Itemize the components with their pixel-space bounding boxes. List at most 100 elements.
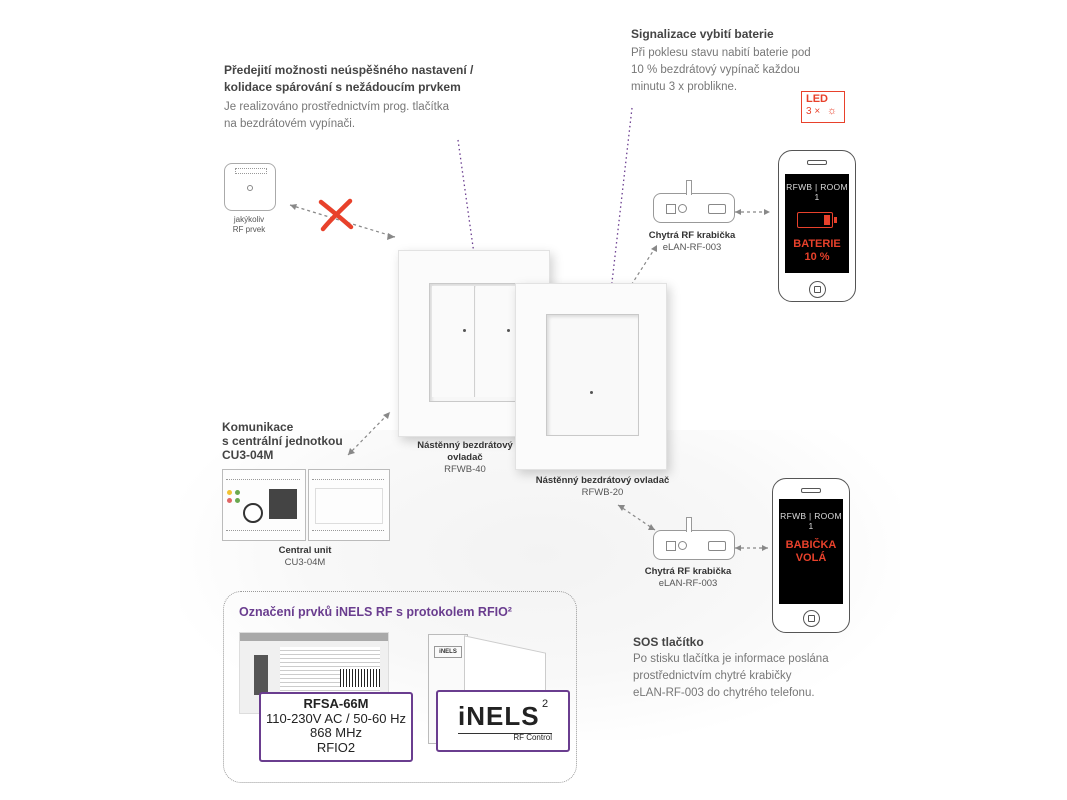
- battery-text-line2: 10 % bezdrátový vypínač každou: [631, 64, 800, 76]
- switch-rfwb-40-left-rocker[interactable]: [432, 286, 475, 397]
- comm-title-line2: s centrální jednotkou: [222, 434, 343, 448]
- led-badge-title: LED: [806, 93, 828, 105]
- top-box-link: [627, 244, 658, 291]
- rf-element-line1: jakýkoliv: [233, 215, 265, 224]
- phone-top-alert-line2: 10 %: [804, 251, 830, 263]
- inels-logo-superscript: 2: [542, 698, 549, 710]
- phone-bottom-alert-line1: BABIČKA: [785, 539, 837, 551]
- sos-text: Po stisku tlačítka je informace poslána …: [633, 651, 893, 702]
- rf-box-bottom-usb-icon: [708, 541, 726, 551]
- logo-callout: iNELS 2 RF Control: [436, 690, 570, 752]
- device-small-logo: iNELS: [434, 646, 462, 658]
- cu-right-label-area: [315, 488, 383, 524]
- phone-top-speaker: [807, 160, 827, 165]
- photo-header-strip: [240, 633, 388, 641]
- cu-top-terminals: [226, 473, 300, 480]
- battery-text-line3: minutu 3 x problikne.: [631, 81, 738, 93]
- battery-title: Signalizace vybití baterie: [631, 27, 774, 41]
- switch-rfwb-40-right-rocker[interactable]: [476, 286, 518, 397]
- cu-led-green: [235, 490, 240, 495]
- phone-bottom: RFWB | ROOM 1 BABIČKA VOLÁ: [772, 478, 850, 633]
- product-label-model: RFSA-66M: [303, 696, 369, 711]
- inels-logo-subtext: RF Control: [513, 733, 552, 742]
- rf-box-top-antenna: [686, 180, 692, 195]
- central-unit-device: [222, 469, 390, 541]
- switch-rfwb-40-led-right: [507, 329, 510, 332]
- sun-blink-icon: ☼: [827, 105, 838, 117]
- prevent-title-line2: kolidace spárování s nežádoucím prvkem: [224, 80, 461, 94]
- comm-title-line1: Komunikace: [222, 420, 294, 434]
- cu-display: [269, 489, 297, 519]
- prevent-title: Předejití možnosti neúspěšného nastavení…: [224, 62, 524, 96]
- phone-bottom-header: RFWB | ROOM 1: [780, 511, 842, 531]
- cu-right-bottom-terminals: [312, 530, 384, 537]
- battery-text-line1: Při poklesu stavu nabití baterie pod: [631, 47, 811, 59]
- phone-bottom-alert-line2: VOLÁ: [795, 552, 827, 564]
- phone-top: RFWB | ROOM 1 BATERIE 10 %: [778, 150, 856, 302]
- photo-barcode: [340, 669, 380, 687]
- phone-top-header: RFWB | ROOM 1: [786, 182, 848, 202]
- battery-icon: [797, 212, 837, 228]
- switch-40-name-line1: Nástěnný bezdrátový: [417, 440, 513, 451]
- cu-control-knob: [243, 503, 263, 523]
- cu-link: [347, 411, 391, 456]
- inels-logo-text: iNELS: [458, 701, 540, 731]
- switch-40-name-line2: ovladač: [447, 452, 483, 463]
- switch-rfwb-20-plate: [515, 283, 667, 470]
- cu-led-red: [227, 498, 232, 503]
- led-badge: LED 3 × ☼: [801, 91, 845, 123]
- switch-rfwb-40-led-left: [463, 329, 466, 332]
- bottom-box-link: [617, 504, 656, 531]
- phone-bottom-screen: RFWB | ROOM 1 BABIČKA VOLÁ: [779, 499, 843, 604]
- prevent-text-line1: Je realizováno prostřednictvím prog. tla…: [224, 101, 449, 113]
- phone-top-screen: RFWB | ROOM 1 BATERIE 10 %: [785, 174, 849, 273]
- switch-20-name: Nástěnný bezdrátový ovladač: [535, 475, 670, 486]
- battery-tip: [834, 217, 837, 223]
- rf-box-top-device: [653, 180, 735, 223]
- rf-box-bottom-device: [653, 517, 735, 560]
- cu-bottom-terminals: [226, 530, 300, 537]
- rf-box-bottom-name: Chytrá RF krabička: [644, 566, 732, 577]
- labeling-title: Označení prvků iNELS RF s protokolem RFI…: [239, 605, 512, 619]
- rf-element-terminals: [235, 168, 267, 174]
- rf-box-bottom-port-icon: [666, 541, 676, 551]
- cu-right-top-terminals: [312, 473, 384, 480]
- rf-box-top-usb-icon: [708, 204, 726, 214]
- product-label-protocol: RFIO2: [316, 739, 356, 755]
- cu-module-left: [222, 469, 306, 541]
- central-unit-name: Central unit: [278, 545, 332, 556]
- rf-box-top-port-icon: [666, 204, 676, 214]
- switch-rfwb-20-led: [590, 391, 593, 394]
- switch-40-name: Nástěnný bezdrátový ovladač: [410, 440, 520, 464]
- comm-title-line3: CU3-04M: [222, 448, 274, 462]
- sos-text-line1: Po stisku tlačítka je informace poslána: [633, 653, 829, 665]
- cu-led-green-2: [235, 498, 240, 503]
- phone-top-home-button[interactable]: [809, 281, 826, 298]
- rf-box-bottom-antenna: [686, 517, 692, 532]
- phone-bottom-home-button[interactable]: [803, 610, 820, 627]
- product-label-frequency: 868 MHz: [309, 725, 363, 740]
- led-badge-count: 3 ×: [806, 106, 821, 117]
- rf-box-bottom-button-icon: [678, 541, 687, 550]
- led-pointer-line: [603, 107, 633, 353]
- cu-led-yellow: [227, 490, 232, 495]
- cross-icon: [318, 198, 354, 232]
- rf-element-line2: RF prvek: [232, 225, 266, 234]
- phone-bottom-speaker: [801, 488, 821, 493]
- rf-box-top-name: Chytrá RF krabička: [648, 230, 736, 241]
- phone-top-alert-line1: BATERIE: [793, 238, 841, 250]
- prevent-title-line1: Předejití možnosti neúspěšného nastavení…: [224, 63, 474, 77]
- sos-text-line2: prostřednictvím chytré krabičky: [633, 670, 792, 682]
- logo-underline: [458, 733, 552, 734]
- rf-box-top-model: eLAN-RF-003: [662, 242, 722, 253]
- switch-rfwb-20-rocker[interactable]: [546, 314, 639, 436]
- product-label-voltage: 110-230V AC / 50-60 Hz: [266, 710, 406, 726]
- labeling-panel: [223, 591, 577, 783]
- product-label-callout: RFSA-66M 110-230V AC / 50-60 Hz 868 MHz …: [259, 692, 413, 762]
- rf-box-bottom-model: eLAN-RF-003: [658, 578, 718, 589]
- photo-device-icon: [254, 655, 268, 695]
- switch-rfwb-40-frame: [429, 283, 522, 402]
- sos-text-line3: eLAN-RF-003 do chytrého telefonu.: [633, 687, 815, 699]
- comm-title: Komunikace s centrální jednotkou CU3-04M: [222, 420, 382, 462]
- switch-20-model: RFWB-20: [581, 487, 624, 498]
